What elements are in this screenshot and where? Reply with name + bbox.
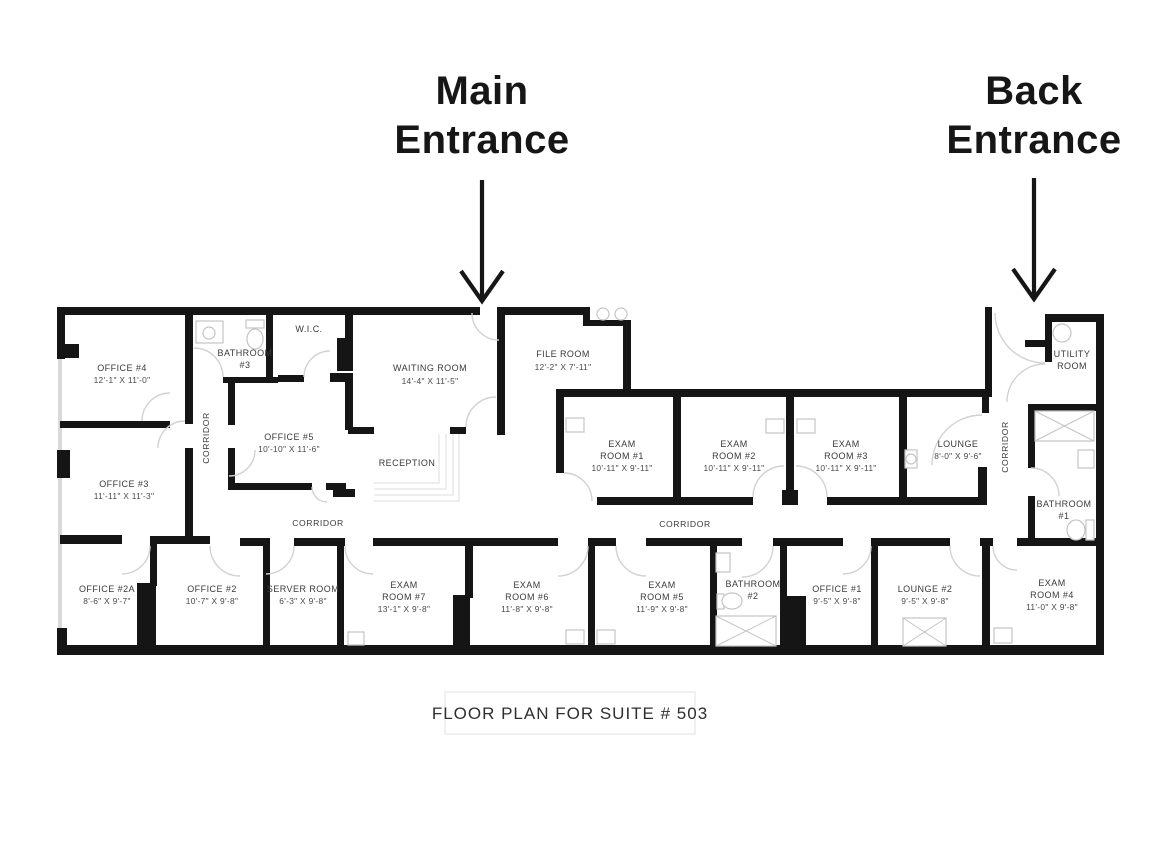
exam1-dims: 10'-11" X 9'-11" [591,463,652,473]
corridor-label-right-vertical: CORRIDOR [1000,421,1010,473]
office5-name: OFFICE #5 [264,432,314,442]
exam5-line2: ROOM #5 [640,592,684,602]
sink-icon [565,417,585,433]
back-entrance-door-arc [994,312,1046,364]
exam6-line2: ROOM #6 [505,592,549,602]
sink-icon [596,307,628,321]
corridor-label-left-vertical: CORRIDOR [201,412,211,464]
exam1-line1: EXAM [608,439,635,449]
office3-name: OFFICE #3 [99,479,149,489]
toilet-icon [245,319,265,350]
main-entrance-label-line1: Main [435,69,528,113]
sink-icon [796,418,816,434]
toilet-icon [716,592,743,610]
exam3-line2: ROOM #3 [824,451,868,461]
office1-dims: 9'-5" X 9'-8" [813,596,861,606]
exam6-line1: EXAM [513,580,540,590]
shower-icon [1034,410,1095,442]
corridor-label-middle-horizontal: CORRIDOR [659,519,711,529]
exam7-dims: 13'-1" X 9'-8" [378,604,430,614]
exam1-line2: ROOM #1 [600,451,644,461]
back-entrance-label-line1: Back [985,69,1083,113]
exam5-line1: EXAM [648,580,675,590]
toilet-icon [1066,519,1095,541]
wic-name: W.I.C. [295,324,322,334]
waiting-room-name: WAITING ROOM [393,363,467,373]
bathroom3-name: BATHROOM [218,348,273,358]
bathroom3-number: #3 [240,360,251,370]
file-room-name: FILE ROOM [536,349,590,359]
table-icon [902,617,947,647]
exam7-line1: EXAM [390,580,417,590]
exam4-line2: ROOM #4 [1030,590,1074,600]
sink-icon [347,631,365,646]
server-room-dims: 6'-3" X 9'-8" [279,596,327,606]
main-entrance-label-line2: Entrance [394,118,569,162]
server-room-name: SERVER ROOM [267,584,339,594]
exam7-line2: ROOM #7 [382,592,426,602]
shower-icon [715,615,777,647]
office2-name: OFFICE #2 [187,584,237,594]
corridor-label-left-horizontal: CORRIDOR [292,518,344,528]
bathroom2-number: #2 [748,591,759,601]
sink-icon [715,552,731,573]
exam4-dims: 11'-0" X 9'-8" [1026,602,1078,612]
exam2-line2: ROOM #2 [712,451,756,461]
exam2-line1: EXAM [720,439,747,449]
reception-counter [374,434,460,502]
sink-icon [993,627,1013,644]
lounge-dims: 8'-0" X 9'-6" [934,451,982,461]
sink-icon [765,418,785,434]
utility-line2: ROOM [1057,361,1087,371]
office2a-name: OFFICE #2A [79,584,135,594]
exam3-line1: EXAM [832,439,859,449]
fixtures [195,307,1095,647]
back-entrance-arrow-head [1011,267,1057,303]
office4-dims: 12'-1" X 11'-0" [94,375,151,385]
sink-icon [596,629,616,645]
plan-title-text: FLOOR PLAN FOR SUITE # 503 [432,704,708,723]
sink-icon [1077,449,1095,469]
sink-icon [195,320,224,344]
lounge2-name: LOUNGE #2 [898,584,953,594]
exam6-dims: 11'-8" X 9'-8" [501,604,553,614]
file-room-dims: 12'-2" X 7'-11" [535,362,592,372]
window-walls [58,310,62,650]
bathroom1-number: #1 [1059,511,1070,521]
plan-title-box [444,691,696,735]
water-heater-icon [1052,323,1072,343]
walls [57,307,1104,655]
lounge2-dims: 9'-5" X 9'-8" [901,596,949,606]
lounge-name: LOUNGE [938,439,979,449]
reception-name: RECEPTION [379,458,436,468]
utility-line1: UTILITY [1054,349,1091,359]
main-entrance-door-arc [471,312,500,341]
main-entrance-annotation: Main Entrance [394,69,569,305]
door-arcs [121,312,1060,578]
bathroom2-name: BATHROOM [726,579,781,589]
office1-name: OFFICE #1 [812,584,862,594]
main-entrance-arrow-head [459,269,505,305]
exam4-line1: EXAM [1038,578,1065,588]
waiting-room-dims: 14'-4" X 11'-5" [402,376,459,386]
office4-name: OFFICE #4 [97,363,147,373]
sink-icon [904,449,918,469]
bathroom1-name: BATHROOM [1037,499,1092,509]
office3-dims: 11'-11" X 11'-3" [94,491,155,501]
back-entrance-label-line2: Entrance [946,118,1121,162]
exam2-dims: 10'-11" X 9'-11" [703,463,764,473]
exam3-dims: 10'-11" X 9'-11" [815,463,876,473]
office2a-dims: 8'-6" X 9'-7" [83,596,131,606]
exam5-dims: 11'-9" X 9'-8" [636,604,688,614]
office5-dims: 10'-10" X 11'-6" [258,444,320,454]
office2-dims: 10'-7" X 9'-8" [186,596,238,606]
sink-icon [565,629,585,645]
plan-title: FLOOR PLAN FOR SUITE # 503 [432,691,708,735]
back-entrance-annotation: Back Entrance [946,69,1121,303]
room-labels: OFFICE #4 12'-1" X 11'-0" BATHROOM #3 W.… [79,324,1091,614]
